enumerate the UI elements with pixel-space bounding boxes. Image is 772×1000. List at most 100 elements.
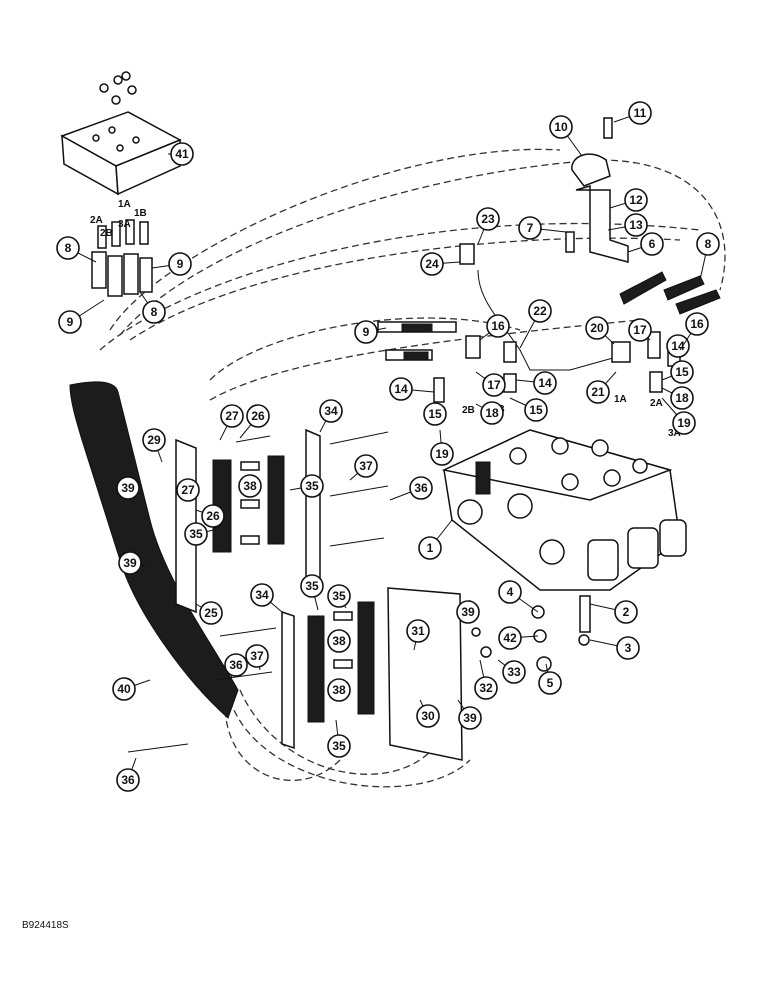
callout-number: 36 bbox=[414, 481, 428, 495]
callout-number: 35 bbox=[332, 739, 346, 753]
callout-number: 41 bbox=[175, 147, 189, 161]
part-callout: 9 bbox=[354, 320, 387, 344]
callout-number: 34 bbox=[324, 404, 338, 418]
part-callout: 23 bbox=[476, 207, 500, 245]
callout-circle bbox=[670, 360, 694, 384]
callout-number: 7 bbox=[527, 221, 534, 235]
part-callout: 17 bbox=[475, 371, 506, 397]
part-callout: 12 bbox=[609, 188, 648, 212]
part-callout: 22 bbox=[519, 299, 552, 349]
bolts bbox=[127, 431, 389, 753]
callout-number: 18 bbox=[485, 406, 499, 420]
callout-number: 35 bbox=[332, 589, 346, 603]
callout-number: 9 bbox=[177, 257, 184, 271]
part-callout: 1 bbox=[418, 519, 453, 560]
callout-number: 14 bbox=[671, 339, 685, 353]
callout-circle bbox=[116, 476, 140, 500]
callout-circle bbox=[319, 399, 343, 423]
callout-circle bbox=[142, 428, 166, 452]
part-callout: 19 bbox=[661, 397, 696, 435]
port-label: 3A bbox=[118, 219, 131, 230]
callout-number: 15 bbox=[529, 403, 543, 417]
callout-circle bbox=[250, 583, 274, 607]
callout-number: 37 bbox=[250, 649, 264, 663]
callout-circle bbox=[199, 601, 223, 625]
hose-end-fittings bbox=[91, 219, 153, 297]
callout-number: 35 bbox=[305, 479, 319, 493]
callout-number: 5 bbox=[547, 676, 554, 690]
part-callout: 39 bbox=[118, 551, 147, 575]
port-label: 2A bbox=[650, 398, 663, 409]
callout-circle bbox=[482, 373, 506, 397]
callout-number: 9 bbox=[363, 325, 370, 339]
callout-number: 14 bbox=[538, 376, 552, 390]
callout-number: 37 bbox=[359, 459, 373, 473]
callout-circle bbox=[528, 299, 552, 323]
port-label: 1A bbox=[614, 394, 627, 405]
part-callout: 37 bbox=[245, 644, 269, 671]
valve-port-labels: 1B 2B 1A 2A 3A bbox=[433, 394, 681, 439]
part-callout: 34 bbox=[319, 399, 343, 433]
callout-number: 14 bbox=[394, 382, 408, 396]
part-callout: 13 bbox=[607, 213, 648, 237]
cover-box bbox=[60, 71, 182, 196]
part-callout: 39 bbox=[456, 599, 480, 624]
callout-number: 35 bbox=[189, 527, 203, 541]
callout-circle bbox=[245, 644, 269, 668]
callout-number: 19 bbox=[435, 447, 449, 461]
callout-number: 40 bbox=[117, 682, 131, 696]
callout-number: 31 bbox=[411, 624, 425, 638]
callout-circle bbox=[628, 318, 652, 342]
callout-circle bbox=[176, 478, 200, 502]
port-label: 2B bbox=[462, 405, 475, 416]
part-callout: 16 bbox=[479, 314, 510, 341]
callout-number: 17 bbox=[487, 378, 501, 392]
callout-number: 27 bbox=[181, 483, 195, 497]
drawing-number: B924418S bbox=[22, 920, 69, 931]
part-callout: 36 bbox=[224, 653, 248, 681]
callout-circle bbox=[300, 474, 324, 498]
callout-circle bbox=[420, 252, 444, 276]
callout-circle bbox=[246, 404, 270, 428]
callout-number: 13 bbox=[629, 218, 643, 232]
clamp-blocks bbox=[212, 455, 375, 723]
control-valve bbox=[441, 429, 687, 591]
part-callout: 37 bbox=[349, 454, 378, 481]
callout-circle bbox=[458, 706, 482, 730]
callout-circle bbox=[640, 232, 664, 256]
callout-number: 25 bbox=[204, 606, 218, 620]
callout-circle bbox=[224, 653, 248, 677]
callout-circle bbox=[518, 216, 542, 240]
callout-number: 19 bbox=[677, 416, 691, 430]
port-label: 2B bbox=[100, 228, 113, 239]
part-callout: 25 bbox=[195, 601, 223, 625]
callout-circle bbox=[416, 704, 440, 728]
callout-number: 4 bbox=[507, 585, 514, 599]
callout-circle bbox=[616, 636, 640, 660]
callout-circle bbox=[486, 314, 510, 338]
callout-circle bbox=[389, 377, 413, 401]
callout-number: 39 bbox=[461, 605, 475, 619]
callout-circle bbox=[327, 584, 351, 608]
callout-circle bbox=[498, 580, 522, 604]
callout-circle bbox=[354, 320, 378, 344]
part-callout: 17 bbox=[628, 318, 652, 342]
callout-circle bbox=[238, 474, 262, 498]
callout-number: 26 bbox=[251, 409, 265, 423]
part-callout: 30 bbox=[416, 699, 440, 728]
callout-number: 30 bbox=[421, 709, 435, 723]
part-callout: 29 bbox=[142, 428, 166, 463]
part-callout: 7 bbox=[518, 216, 567, 240]
part-callout: 31 bbox=[406, 619, 430, 651]
callout-circle bbox=[170, 142, 194, 166]
callout-circle bbox=[201, 504, 225, 528]
part-callout: 16 bbox=[679, 312, 709, 351]
part-callout: 39 bbox=[457, 699, 482, 730]
part-callout: 38 bbox=[238, 474, 262, 498]
part-callout: 26 bbox=[239, 404, 270, 439]
part-callout: 15 bbox=[661, 360, 694, 384]
part-callout: 14 bbox=[666, 334, 690, 358]
callout-circle bbox=[480, 401, 504, 425]
callout-circle bbox=[672, 411, 696, 435]
callout-circle bbox=[430, 442, 454, 466]
